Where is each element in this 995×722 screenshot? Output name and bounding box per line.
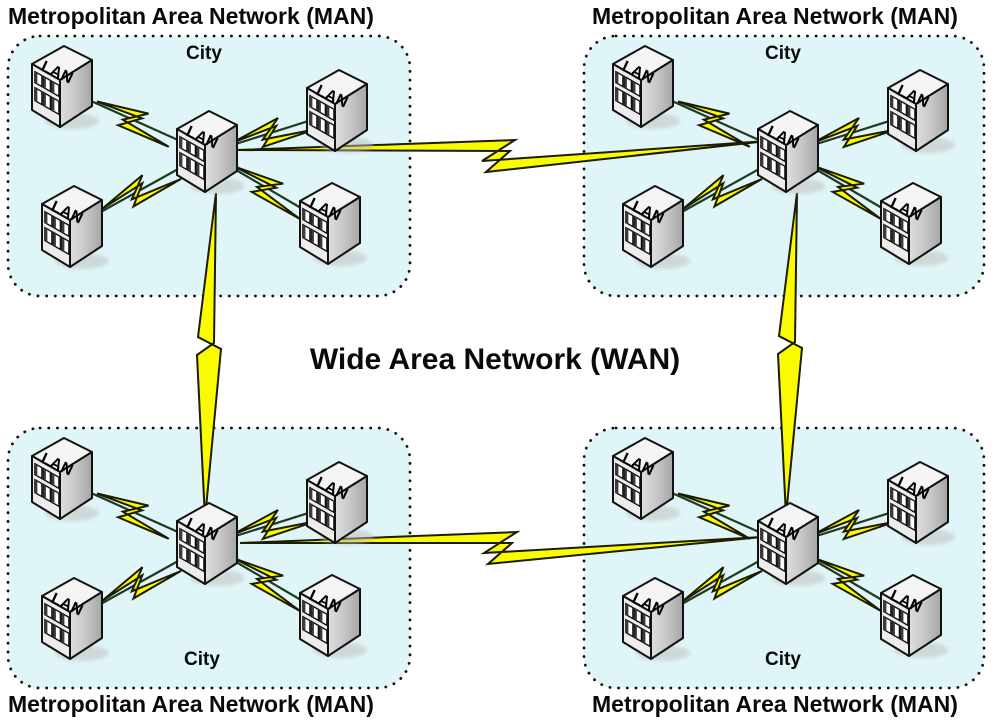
city-label-top-right: City [765,43,801,64]
wan-title: Wide Area Network (WAN) [309,343,681,376]
lan-building [32,46,99,129]
lan-building [613,46,680,129]
lan-building-hub [758,111,825,194]
lan-building [307,462,374,545]
man-title-top-left: Metropolitan Area Network (MAN) [8,3,374,29]
city-label-bottom-right: City [765,649,801,670]
lan-building [307,70,374,153]
city-label-top-left: City [186,43,222,64]
lan-building [888,462,955,545]
lan-building [300,575,367,658]
lan-building [32,438,99,521]
lan-building [623,186,690,269]
lan-building-hub [177,503,244,586]
man-title-bottom-right: Metropolitan Area Network (MAN) [592,691,958,717]
lan-building-hub [758,503,825,586]
man-title-top-right: Metropolitan Area Network (MAN) [592,3,958,29]
man-title-bottom-left: Metropolitan Area Network (MAN) [8,691,374,717]
lan-building [888,70,955,153]
lan-building [623,578,690,661]
lan-building [42,578,109,661]
lan-building [613,438,680,521]
lan-building [881,575,948,658]
lan-building [300,183,367,266]
lan-building [42,186,109,269]
lan-building [881,183,948,266]
lan-building-hub [177,111,244,194]
city-label-bottom-left: City [184,649,220,670]
